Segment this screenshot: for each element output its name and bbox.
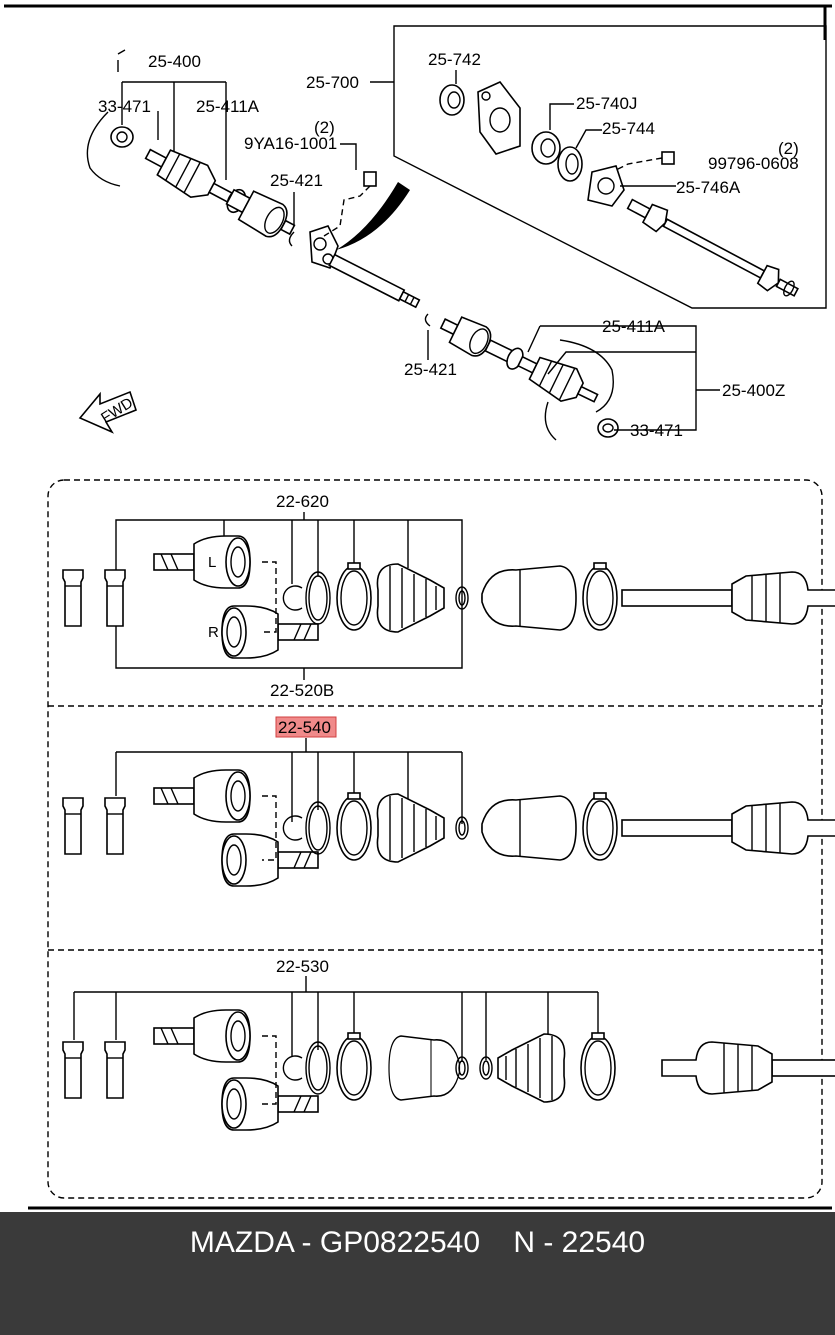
parts-diagram: 25-400 33-471 25-411A (2) 9YA16-1001 25-… (4, 4, 835, 1210)
label-qty-2-bolt-left: (2) (314, 118, 335, 137)
kit-panel-22-530: 22-530 (62, 957, 835, 1131)
label-25-400z: 25-400Z (722, 381, 785, 400)
kit-panel-frame (47, 479, 823, 1199)
label-9ya16-1001: 9YA16-1001 (244, 134, 337, 153)
label-25-744: 25-744 (602, 119, 655, 138)
label-99796-0608: 99796-0608 (708, 154, 799, 173)
right-joint-mark: R (208, 624, 219, 641)
label-25-742: 25-742 (428, 50, 481, 69)
label-25-421-left: 25-421 (270, 171, 323, 190)
driveshaft-assembly-drawing (78, 25, 827, 441)
label-25-700: 25-700 (306, 73, 359, 92)
kit-panel-22-540: 22-540 (62, 716, 835, 887)
highlight-22-540 (275, 716, 337, 738)
label-25-421-right: 25-421 (404, 360, 457, 379)
label-22-520b: 22-520B (270, 681, 334, 700)
part-number-caption: MAZDA - GP0822540 N - 22540 (189, 1226, 646, 1259)
left-joint-mark: L (208, 554, 216, 571)
kit-panel-22-620: 22-620 22-520B L R (62, 492, 835, 700)
label-25-400: 25-400 (148, 52, 201, 71)
label-qty-2-bolt-right: (2) (778, 139, 799, 158)
label-25-411a-right: 25-411A (602, 317, 666, 336)
label-33-471-left: 33-471 (98, 97, 151, 116)
footer-bar: MAZDA - GP0822540 N - 22540 (0, 1212, 835, 1335)
label-22-530: 22-530 (276, 957, 329, 976)
label-22-540[interactable]: 22-540 (278, 718, 331, 737)
label-25-746a: 25-746A (676, 178, 741, 197)
label-22-620: 22-620 (276, 492, 329, 511)
label-25-411a-left: 25-411A (196, 97, 260, 116)
label-25-740j: 25-740J (576, 94, 637, 113)
top-leader-lines (121, 70, 720, 431)
label-33-471-right: 33-471 (630, 421, 683, 440)
